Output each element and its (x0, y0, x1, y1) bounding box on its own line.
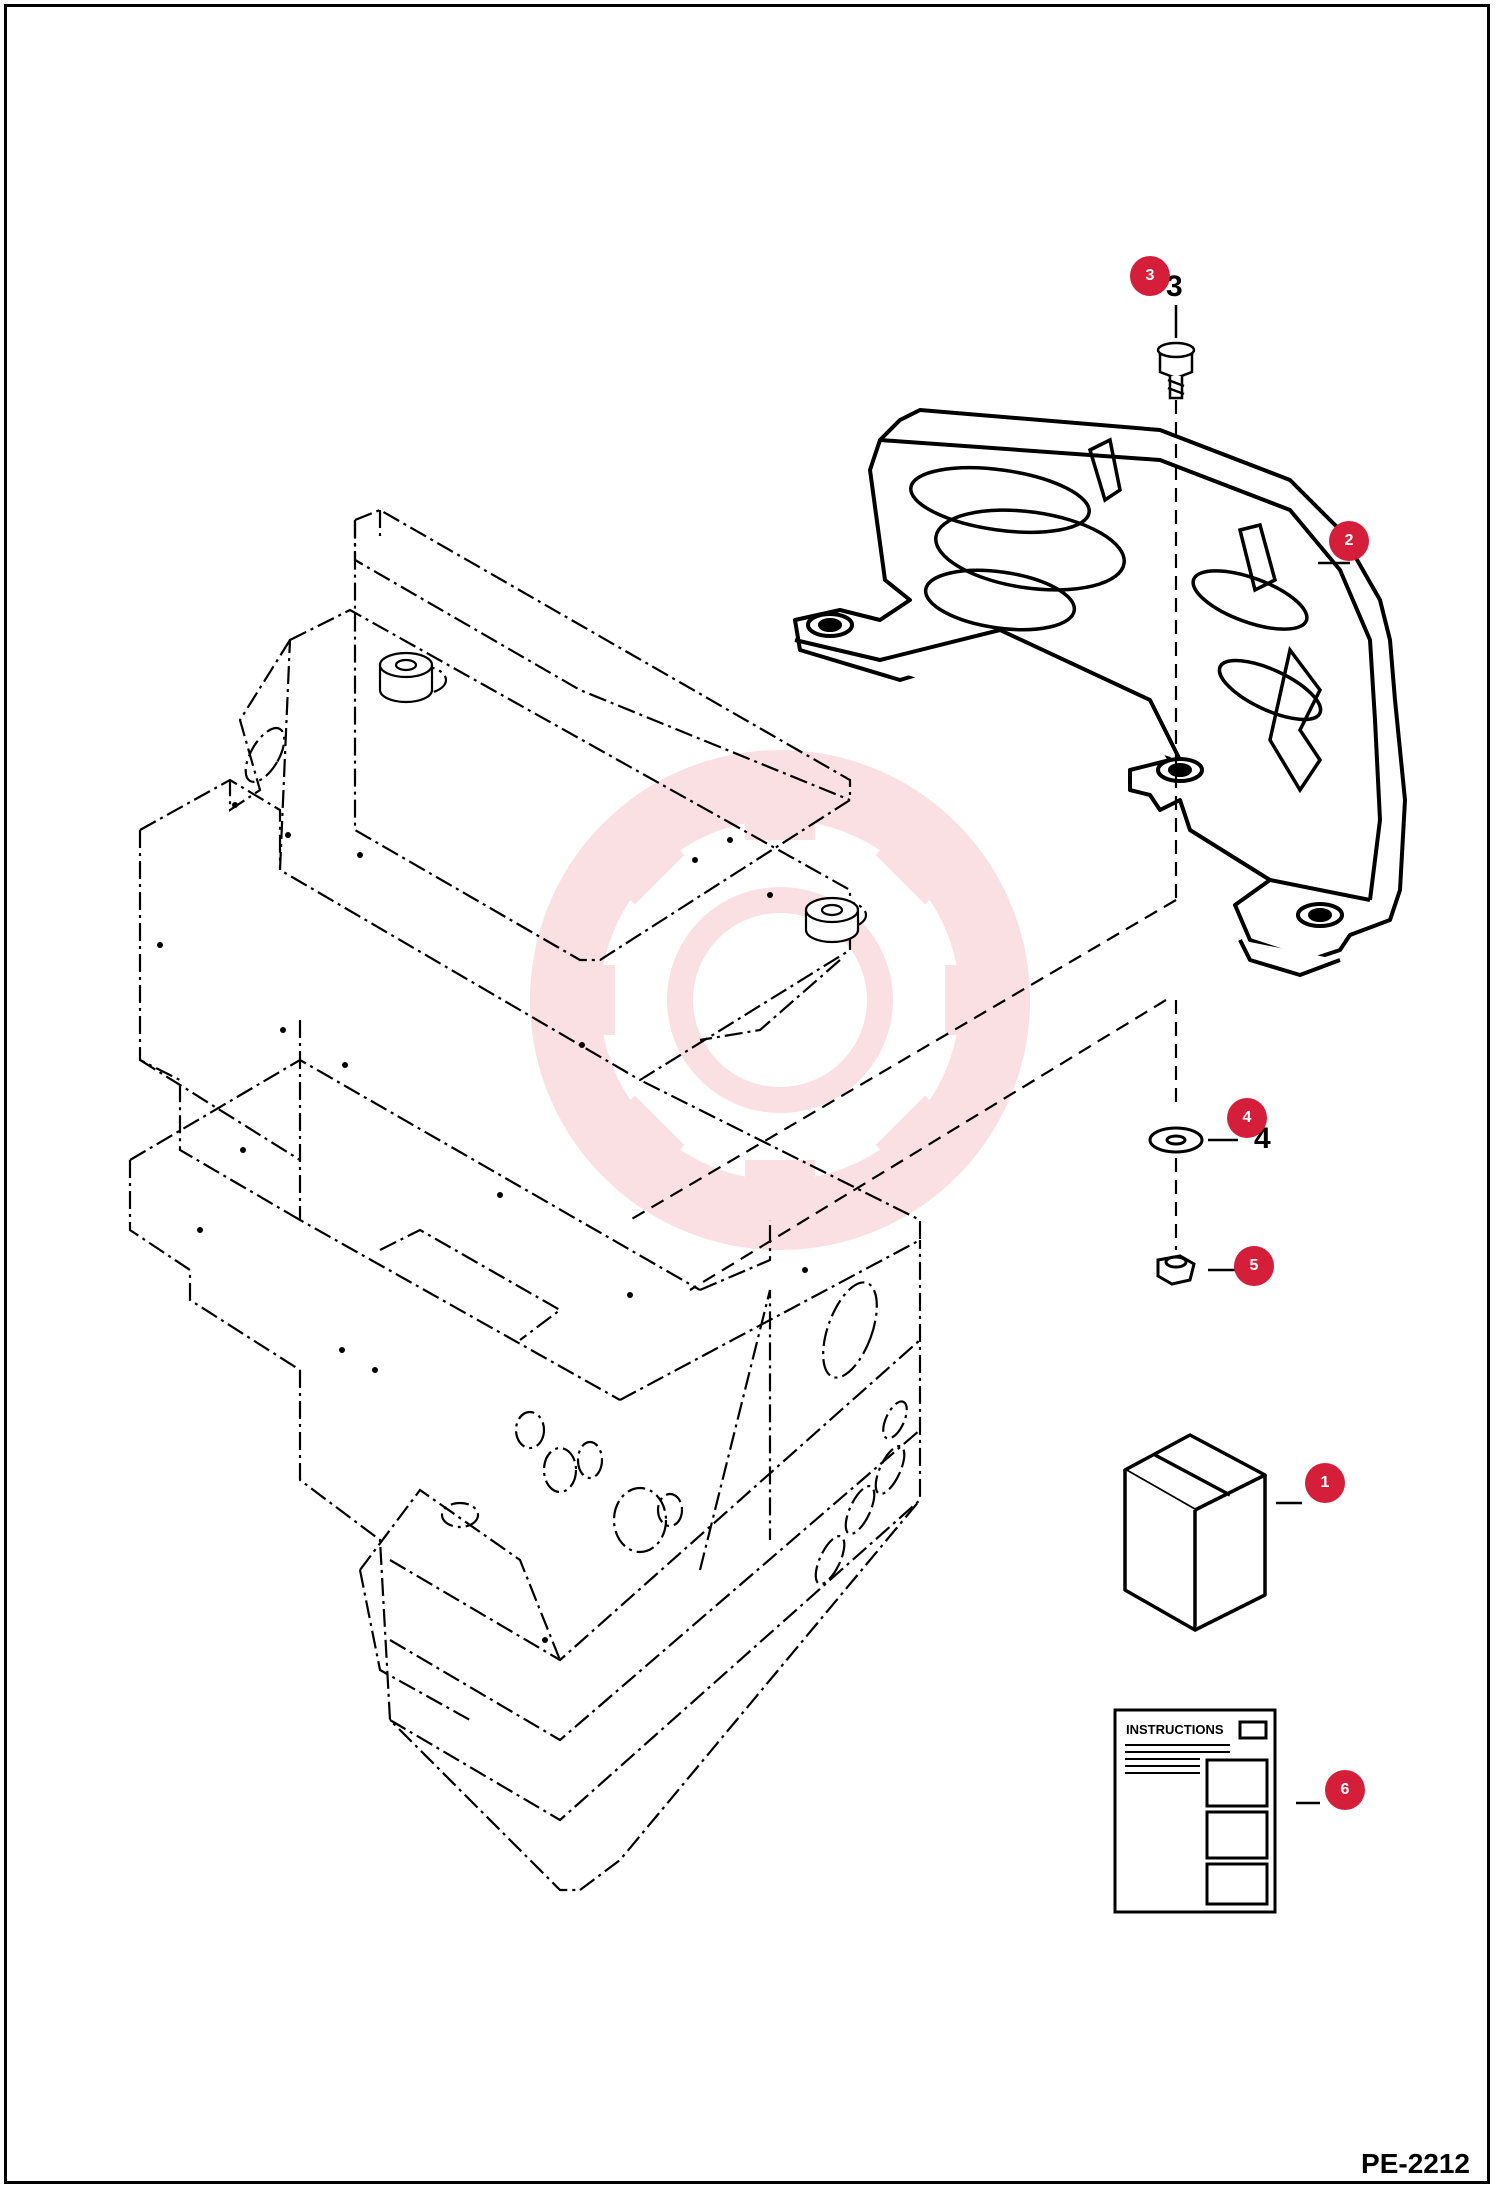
kit-box-part-1 (1123, 1433, 1267, 1632)
marker-part-4[interactable]: 4 (1227, 1098, 1267, 1138)
bracket-part-2 (793, 408, 1407, 977)
part-number-3: 3 (1166, 270, 1183, 303)
watermark-gear-icon (530, 750, 1030, 1250)
marker-part-3[interactable]: 3 (1130, 256, 1170, 296)
marker-part-1[interactable]: 1 (1305, 1463, 1345, 1503)
drawing-frame (4, 4, 1490, 2184)
washer-part-4 (1148, 1126, 1204, 1154)
bracket-openings (909, 437, 1323, 794)
instructions-text-lines (1125, 1744, 1230, 1774)
bolt-part-3 (1156, 341, 1196, 400)
marker-part-5[interactable]: 5 (1234, 1246, 1274, 1286)
nut-part-5 (1156, 1254, 1196, 1286)
bracket-mount-holes (806, 612, 1344, 928)
instructions-label: INSTRUCTIONS (1126, 1722, 1224, 1737)
drawing-code: PE-2212 (1361, 2148, 1470, 2179)
assembly-dashed-lines (629, 400, 1178, 1291)
marker-part-2[interactable]: 2 (1329, 521, 1369, 561)
instructions-manual-part-6 (1113, 1708, 1277, 1914)
machine-frame (128, 508, 922, 1892)
marker-part-6[interactable]: 6 (1325, 1770, 1365, 1810)
frame-bolt-holes (157, 802, 808, 1643)
frame-bushings (378, 651, 860, 944)
